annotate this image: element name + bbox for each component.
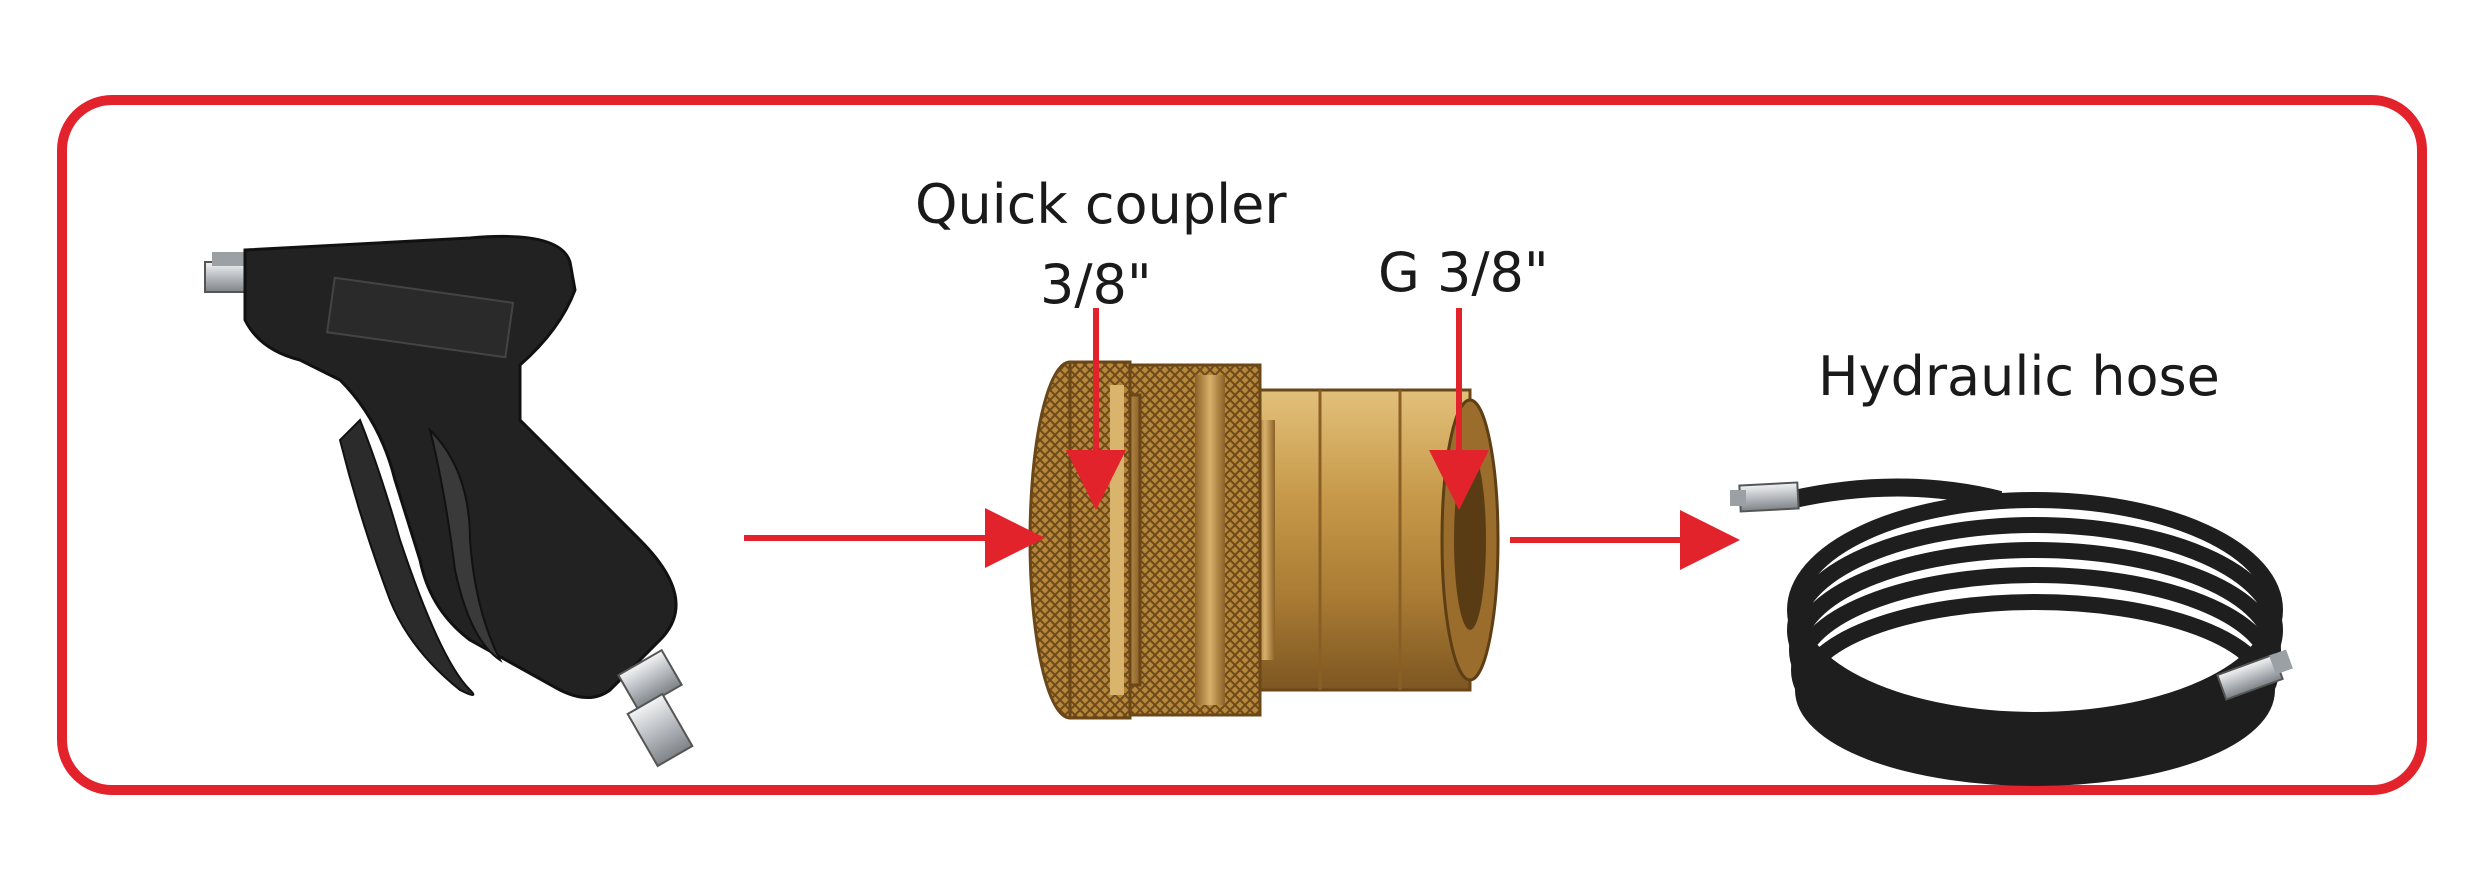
- hose-fitting-right-icon: [2216, 649, 2293, 701]
- hose-fitting-left-icon: [1730, 481, 1800, 513]
- quick-coupler-icon: [1028, 360, 1500, 720]
- quick-coupler-size-label: 3/8": [1040, 253, 1152, 316]
- frame-border: [57, 95, 2427, 795]
- spray-gun-icon: [204, 234, 694, 768]
- quick-coupler-label: Quick coupler: [915, 173, 1287, 236]
- hydraulic-hose-icon: [1787, 478, 2283, 786]
- hydraulic-hose-label: Hydraulic hose: [1818, 345, 2220, 408]
- thread-size-label: G 3/8": [1378, 241, 1549, 304]
